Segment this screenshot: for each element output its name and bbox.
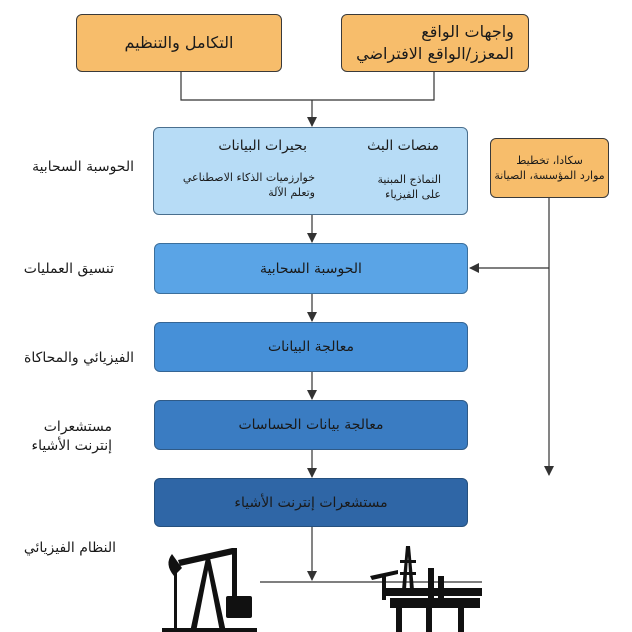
- data-lakes-label: بحيرات البيانات: [218, 138, 307, 154]
- sensor-data-layer-label: معالجة بيانات الحساسات: [238, 417, 384, 433]
- side-label-physical-system: النظام الفيزيائي: [23, 540, 116, 556]
- iot-sensors-layer: مستشعرات إنترنت الأشياء: [154, 478, 468, 527]
- offshore-rig-icon: [370, 546, 482, 632]
- side-label-ops: تنسيق العمليات: [23, 261, 114, 277]
- data-processing-layer: معالجة البيانات: [154, 322, 468, 372]
- ar-vr-label: واجهات الواقع المعزز/الواقع الافتراضي: [356, 22, 514, 63]
- ar-vr-box: واجهات الواقع المعزز/الواقع الافتراضي: [341, 14, 529, 72]
- ai-ml-label: خوارزميات الذكاء الاصطناعي وتعلم الآلة: [182, 171, 315, 199]
- erp-label: سكادا، تخطيط موارد المؤسسة، الصيانة: [494, 154, 605, 182]
- cloud-computing-layer-label: الحوسبة السحابية: [260, 260, 362, 277]
- oil-pumpjack-icon: [162, 548, 257, 632]
- sensor-data-layer: معالجة بيانات الحساسات: [154, 400, 468, 450]
- side-label-iot: مستشعرات إنترنت الأشياء: [31, 419, 112, 454]
- integration-label: التكامل والتنظيم: [124, 33, 234, 52]
- cloud-computing-layer: الحوسبة السحابية: [154, 243, 468, 294]
- side-label-cloud: الحوسبة السحابية: [32, 159, 134, 175]
- top-merge-line: [180, 72, 435, 101]
- side-label-physical-sim: الفيزيائي والمحاكاة: [24, 350, 134, 366]
- streaming-platforms-label: منصات البث: [367, 138, 439, 154]
- cloud-platform-box: منصات البث بحيرات البيانات النماذج المبن…: [153, 127, 468, 215]
- integration-box: التكامل والتنظيم: [76, 14, 282, 72]
- erp-box: سكادا، تخطيط موارد المؤسسة، الصيانة: [490, 138, 609, 198]
- iot-sensors-layer-label: مستشعرات إنترنت الأشياء: [234, 494, 388, 511]
- data-processing-layer-label: معالجة البيانات: [268, 339, 354, 355]
- physics-models-label: النماذج المبنية على الفيزياء: [377, 173, 441, 201]
